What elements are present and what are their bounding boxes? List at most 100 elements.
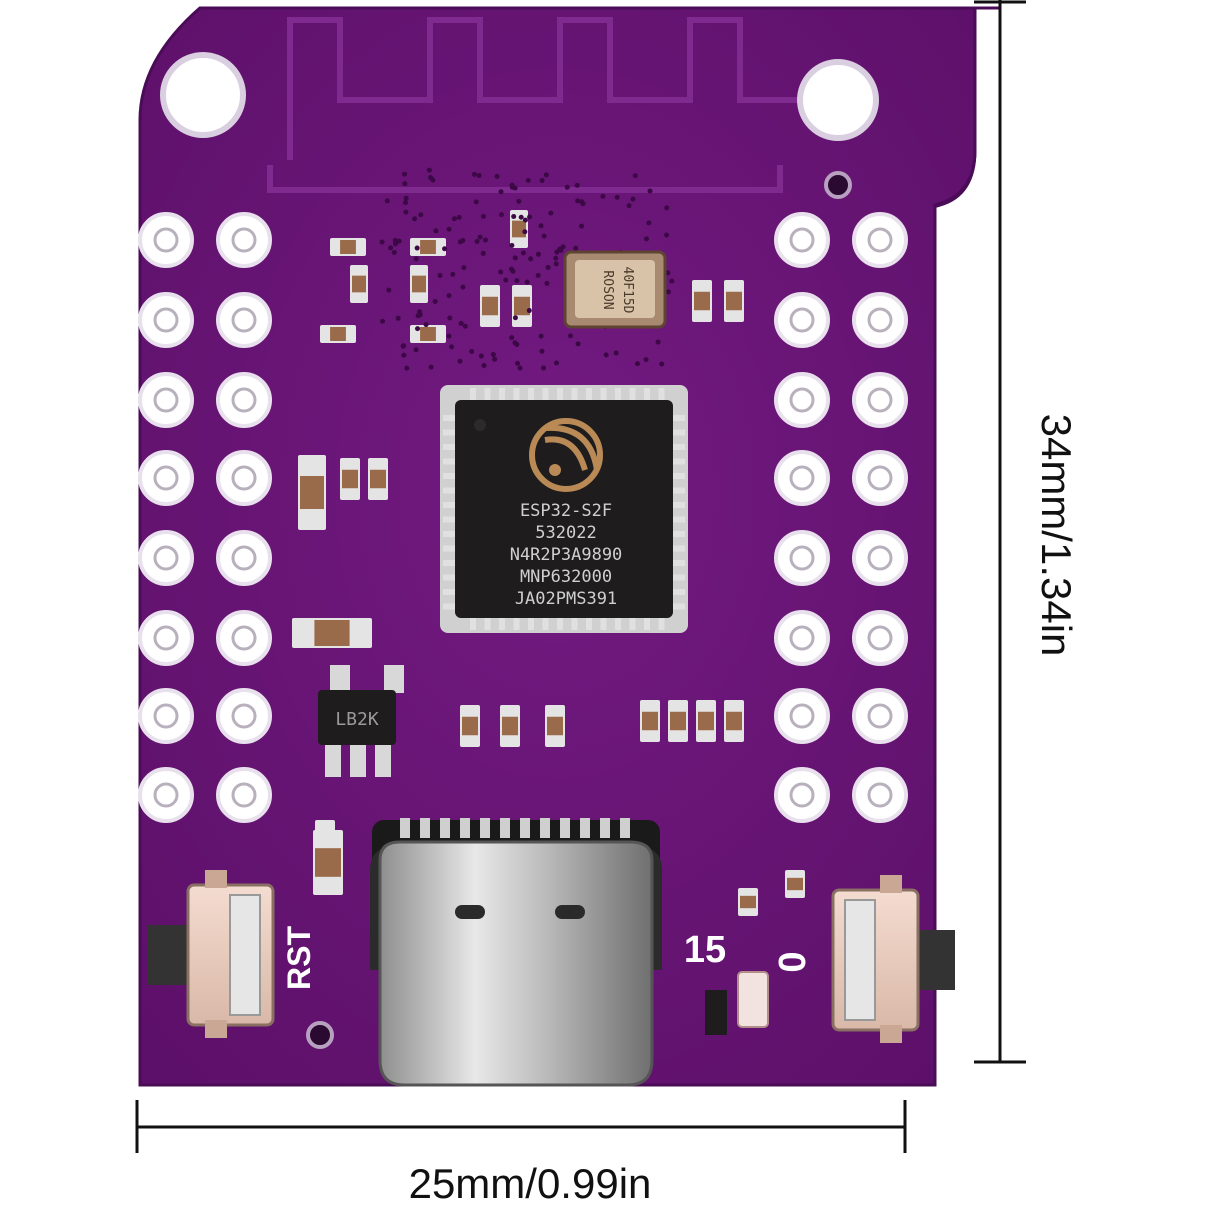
smd-body xyxy=(412,275,426,293)
pin-hole xyxy=(231,545,257,571)
via-dot xyxy=(647,188,653,194)
pin-hole xyxy=(153,782,179,808)
via-dot xyxy=(432,299,438,305)
pin-hole xyxy=(231,703,257,729)
via-dot xyxy=(498,189,504,195)
via-dot xyxy=(512,315,518,321)
via-dot xyxy=(548,210,554,216)
smd-body xyxy=(726,291,742,311)
via-dot xyxy=(541,233,547,239)
via-dot xyxy=(476,173,482,179)
via-dot xyxy=(545,264,551,270)
chip-pin xyxy=(671,415,685,421)
chip-pin xyxy=(470,388,476,402)
usb-tooth xyxy=(560,818,570,838)
via-dot xyxy=(481,213,487,219)
via-dot xyxy=(632,173,638,179)
via-dot xyxy=(535,272,541,278)
via-dot xyxy=(474,238,480,244)
chip-pin xyxy=(443,589,457,595)
via-dot xyxy=(446,333,452,339)
mounting-hole xyxy=(306,1021,334,1049)
smd-body xyxy=(420,240,436,254)
chip-label-5: JA02PMS391 xyxy=(515,589,617,609)
chip-pin xyxy=(484,616,491,630)
pin-hole xyxy=(231,625,257,651)
pin-hole xyxy=(231,387,257,413)
via-dot xyxy=(520,250,526,256)
via-dot xyxy=(428,364,434,370)
via-dot xyxy=(553,255,559,261)
via-dot xyxy=(665,289,671,295)
via-dot xyxy=(643,357,649,363)
usb-tooth xyxy=(580,818,590,838)
pin-hole xyxy=(867,227,893,253)
via-dot xyxy=(630,196,636,202)
pin-0-label: 0 xyxy=(772,951,814,972)
chip-label-2: 532022 xyxy=(535,523,596,543)
chip-pin xyxy=(557,388,563,402)
via-dot xyxy=(437,273,443,279)
via-dot xyxy=(471,171,477,177)
led xyxy=(705,971,769,1035)
pin-hole xyxy=(789,307,815,333)
usb-tooth xyxy=(440,818,450,838)
smd-body xyxy=(694,291,710,311)
via-dot xyxy=(451,216,457,222)
pin-hole xyxy=(789,227,815,253)
pin-hole xyxy=(867,387,893,413)
chip-pin xyxy=(443,531,457,537)
via-dot xyxy=(655,339,661,345)
regulator-label: LB2K xyxy=(335,709,379,730)
via-dot xyxy=(669,278,675,284)
smd-body xyxy=(462,716,478,736)
chip-pin xyxy=(671,531,685,537)
via-dot xyxy=(481,362,487,368)
espressif-logo-icon xyxy=(529,418,603,492)
via-dot xyxy=(515,360,521,366)
pin-hole xyxy=(867,625,893,651)
via-dot xyxy=(514,278,520,284)
via-dot xyxy=(643,236,649,242)
via-dot xyxy=(613,350,619,356)
via-dot xyxy=(442,246,448,252)
chip-pin xyxy=(671,560,685,566)
smd-body xyxy=(787,877,803,891)
via-dot xyxy=(665,270,671,276)
via-dot xyxy=(460,238,466,244)
smd-body xyxy=(512,220,526,238)
chip-pin xyxy=(600,616,607,630)
voltage-regulator: LB2K xyxy=(318,665,404,777)
pin-hole xyxy=(789,703,815,729)
chip-pin xyxy=(671,429,685,436)
pin-hole xyxy=(231,227,257,253)
via-dot xyxy=(494,173,500,179)
pin-hole xyxy=(231,465,257,491)
chip-pin xyxy=(443,545,457,552)
crystal-text-1: ROSON xyxy=(600,270,615,309)
width-dimension-line xyxy=(135,1100,907,1153)
pin-hole xyxy=(867,703,893,729)
smd-body xyxy=(420,327,436,341)
via-dot xyxy=(646,220,652,226)
chip-pin xyxy=(600,388,607,402)
pin-hole xyxy=(153,625,179,651)
via-dot xyxy=(478,353,484,359)
smd-body xyxy=(698,711,714,731)
via-dot xyxy=(417,309,423,315)
via-dot xyxy=(456,214,462,220)
pin-hole xyxy=(867,545,893,571)
chip-pin xyxy=(658,388,665,402)
chip-pin xyxy=(499,616,505,630)
via-dot xyxy=(503,277,509,283)
chip-pin xyxy=(671,444,685,450)
chip-pin xyxy=(528,388,534,402)
via-dot xyxy=(528,256,534,262)
via-dot xyxy=(635,361,641,367)
chip-pin xyxy=(443,473,457,479)
via-dot xyxy=(402,181,408,187)
via-dot xyxy=(512,255,518,261)
via-dot xyxy=(614,194,620,200)
via-dot xyxy=(553,360,559,366)
